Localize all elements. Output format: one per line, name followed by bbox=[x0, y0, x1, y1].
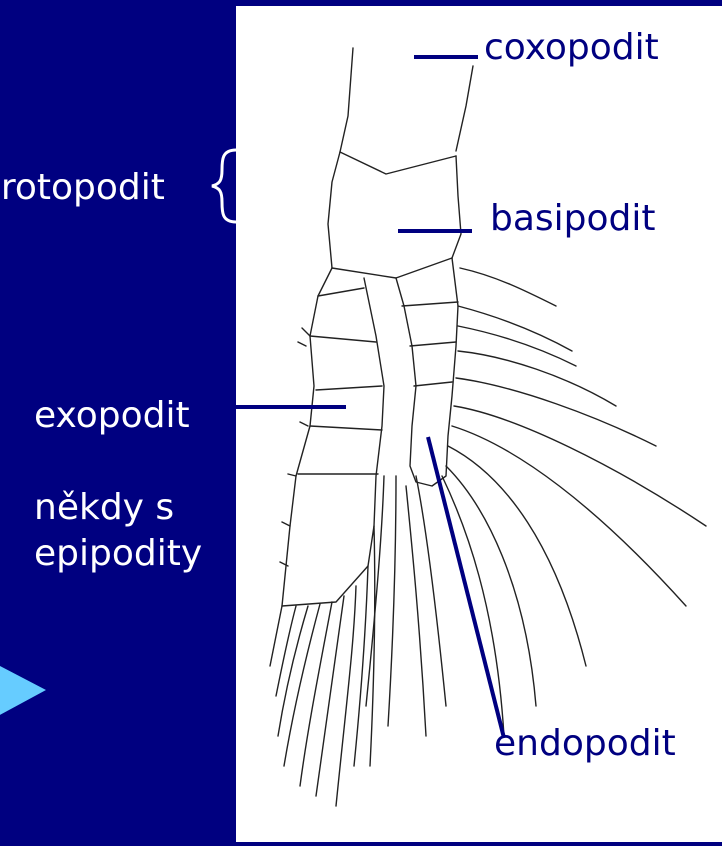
endopodit-label: endopodit bbox=[494, 726, 676, 762]
basipodit-label: basipodit bbox=[490, 201, 656, 237]
endopodit-leader bbox=[428, 437, 504, 738]
epipodity-label-line2: epipodity bbox=[34, 536, 202, 572]
arrow-icon bbox=[0, 665, 46, 716]
brace-icon bbox=[212, 150, 236, 222]
epipodity-label-line1: někdy s bbox=[34, 490, 174, 526]
protopodit-label: protopodit bbox=[0, 170, 165, 206]
exopodit-label: exopodit bbox=[34, 398, 190, 434]
coxopodit-label: coxopodit bbox=[484, 30, 659, 66]
